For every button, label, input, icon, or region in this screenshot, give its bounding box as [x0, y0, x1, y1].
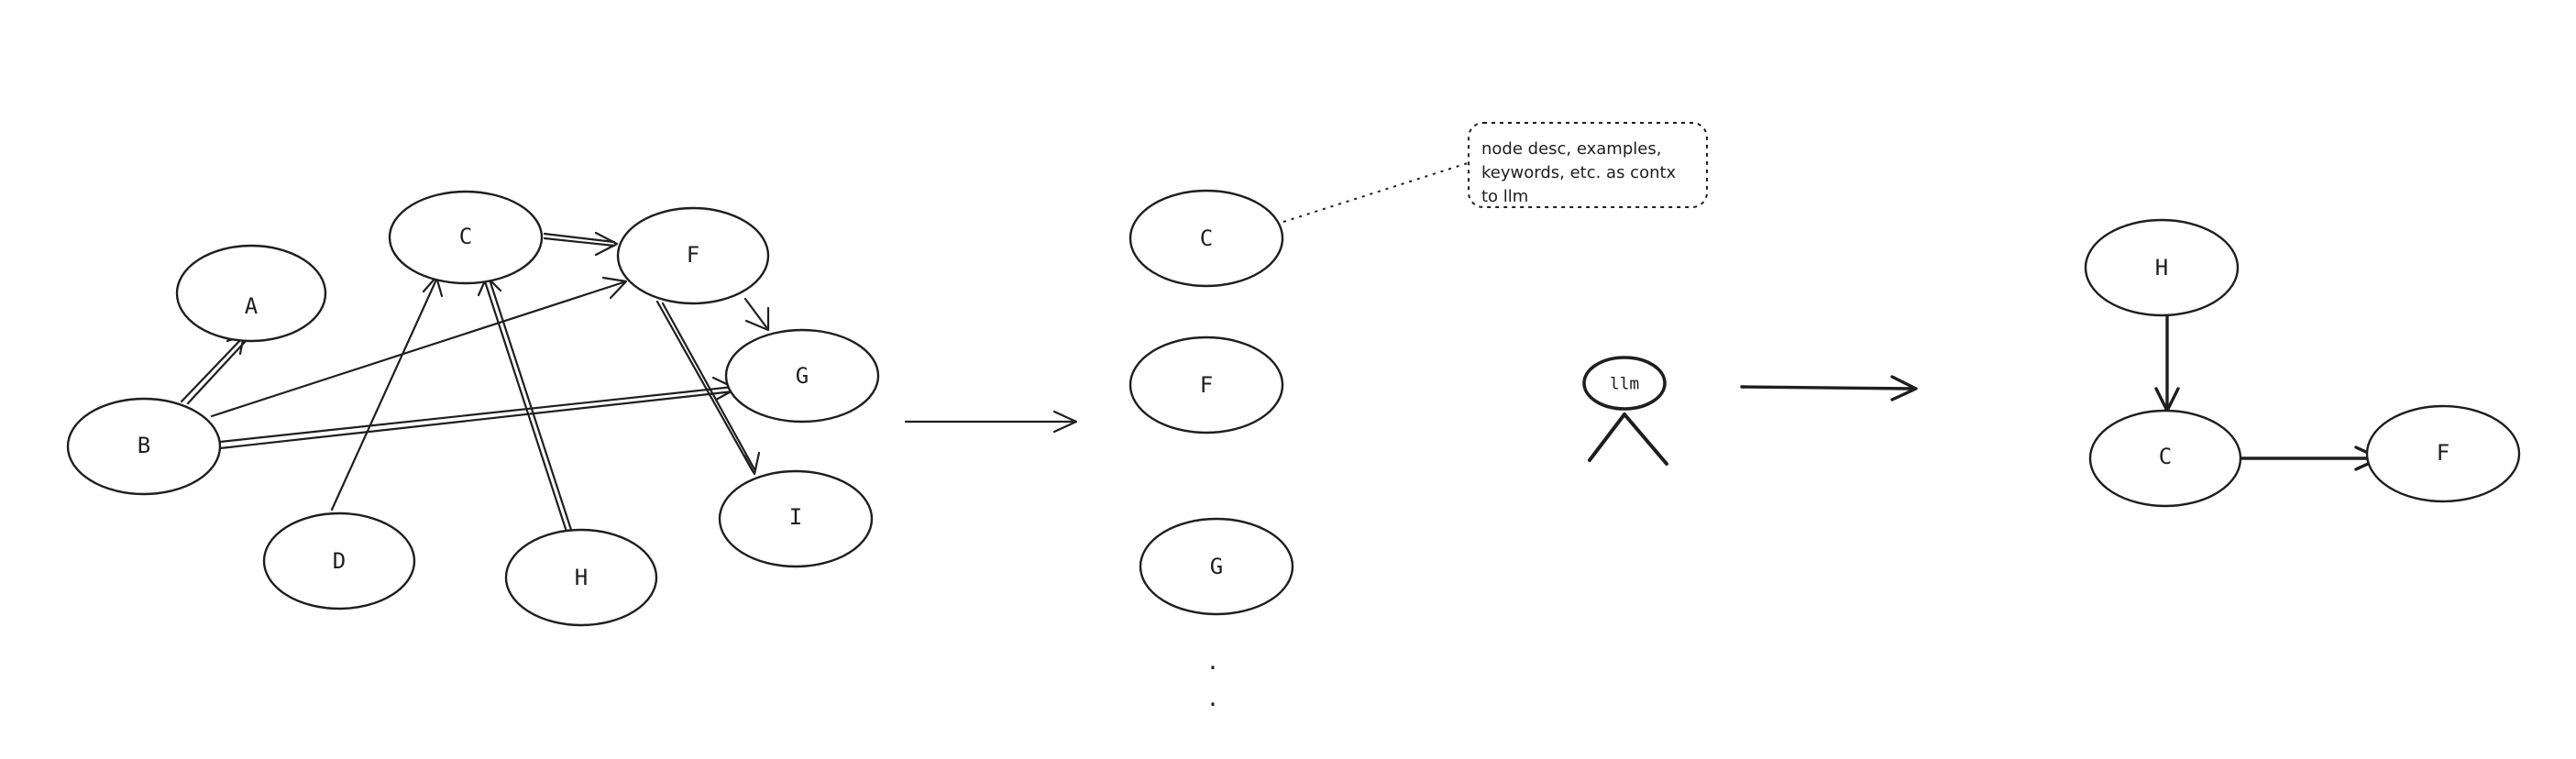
result-graph: H C F — [2084, 218, 2521, 508]
full-graph: A B C D F G H I — [66, 190, 880, 627]
node-label: C — [1200, 226, 1213, 251]
node-i: I — [718, 469, 874, 568]
node-list: C F G . . — [1128, 189, 1294, 711]
list-node-g: G — [1139, 517, 1294, 616]
node-label: D — [333, 548, 346, 574]
edge-b-f — [210, 276, 628, 418]
arrow-llm-to-result — [1740, 375, 1918, 402]
node-label: F — [2437, 440, 2449, 466]
llm-figure: llm — [1582, 356, 1668, 466]
result-edge-c-f — [2236, 446, 2382, 471]
node-label: G — [796, 363, 809, 389]
note-line: to llm — [1481, 187, 1528, 206]
result-node-c: C — [2088, 409, 2242, 508]
node-label: F — [687, 242, 699, 268]
result-node-h: H — [2084, 218, 2240, 317]
edge-f-g — [743, 297, 770, 332]
llm-label: llm — [1610, 375, 1640, 394]
node-b: B — [66, 397, 222, 496]
note-line: keywords, etc. as contx — [1481, 163, 1677, 182]
edge-f-i — [655, 300, 761, 476]
context-note: node desc, examples, keywords, etc. as c… — [1282, 122, 1708, 223]
node-h: H — [504, 528, 658, 627]
list-node-f: F — [1128, 336, 1284, 434]
node-c: C — [388, 190, 544, 285]
edge-d-c — [330, 275, 444, 512]
arrow-graph-to-list — [904, 410, 1078, 434]
node-label: A — [245, 293, 259, 319]
node-f: F — [616, 206, 770, 305]
node-a: A — [175, 244, 327, 343]
ellipsis-dot: . — [1206, 649, 1219, 675]
result-node-f: F — [2365, 404, 2521, 503]
result-edge-h-c — [2154, 314, 2180, 412]
node-d: D — [262, 512, 416, 610]
node-label: C — [2159, 444, 2172, 469]
node-label: H — [2155, 255, 2168, 280]
ellipsis-dot: . — [1206, 686, 1219, 711]
node-label: H — [575, 565, 588, 590]
node-label: F — [1200, 372, 1213, 398]
node-label: I — [789, 504, 802, 530]
edge-c-f — [543, 231, 619, 257]
note-line: node desc, examples, — [1481, 139, 1661, 159]
node-g: G — [724, 328, 880, 424]
edge-b-a — [180, 334, 248, 405]
node-label: B — [138, 433, 150, 458]
node-label: G — [1210, 554, 1223, 579]
list-node-c: C — [1128, 189, 1284, 288]
node-label: C — [459, 224, 472, 249]
